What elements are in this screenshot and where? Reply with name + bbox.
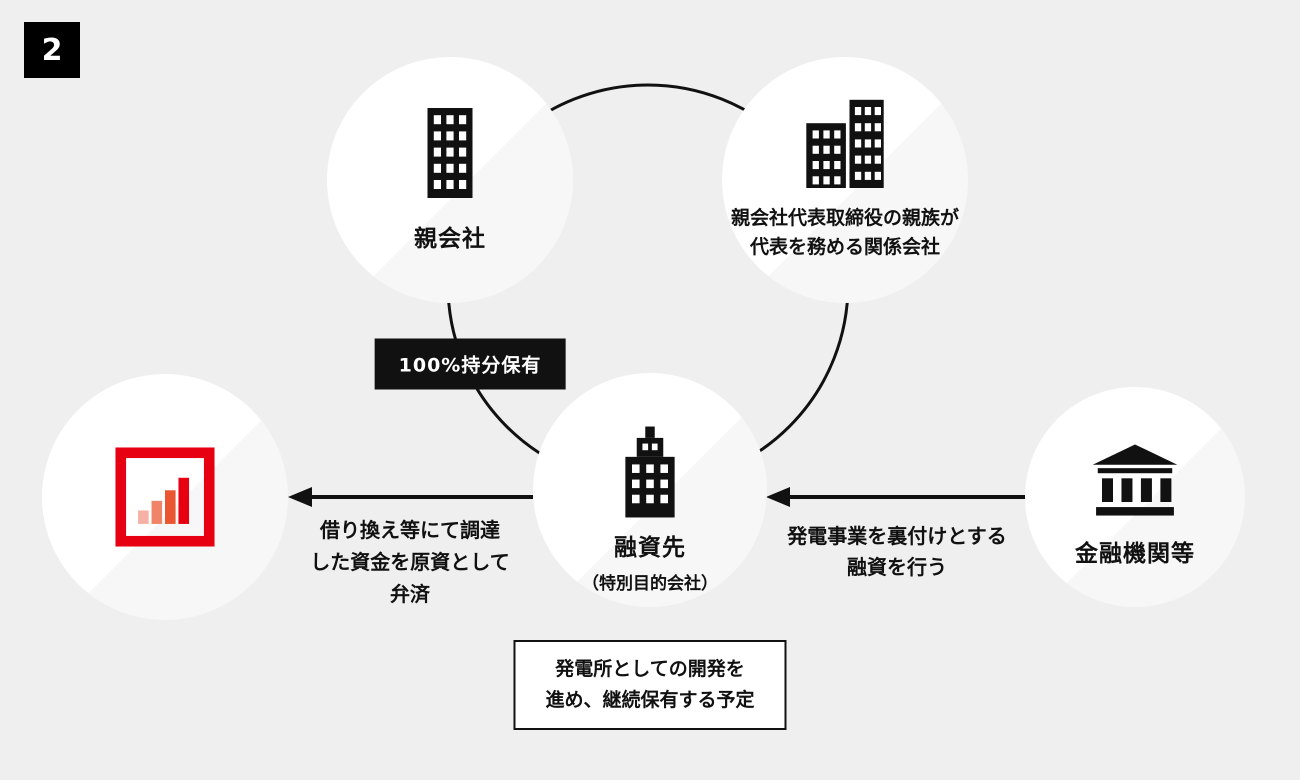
related-company-label-line2: 代表を務める関係会社: [749, 236, 940, 258]
node-related-company: 親会社代表取締役の親族が 代表を務める関係会社: [722, 57, 968, 303]
development-plan-note: 発電所としての開発を 進め、継続保有する予定: [513, 640, 787, 730]
repayment-annotation-line3: 弁済: [390, 582, 430, 606]
bank-icon: [1092, 444, 1178, 516]
node-parent-company: 親会社: [327, 57, 573, 303]
building-icon: [427, 108, 473, 198]
node-borrower-spc: 融資先 （特別目的会社）: [533, 373, 767, 607]
repayment-annotation-line1: 借り換え等にて調達: [320, 518, 500, 542]
loan-annotation: 発電事業を裏付けとする 融資を行う: [787, 521, 1006, 583]
node-company-logo: [42, 374, 288, 620]
loan-annotation-line2: 融資を行う: [847, 555, 947, 579]
repayment-annotation-line2: した資金を原資として: [310, 550, 510, 574]
ownership-label: 100%持分保有: [374, 338, 566, 390]
node-financial-institution: 金融機関等: [1025, 387, 1245, 607]
office-tower-icon: [625, 426, 675, 518]
borrower-label: 融資先: [614, 535, 686, 561]
repayment-annotation: 借り換え等にて調達 した資金を原資として 弁済: [310, 514, 509, 610]
financial-institution-label: 金融機関等: [1075, 541, 1195, 567]
red-bar-chart-logo: [115, 447, 215, 547]
borrower-sublabel: （特別目的会社）: [582, 574, 718, 594]
repayment-arrow-head: [288, 487, 312, 507]
development-plan-note-line1: 発電所としての開発を: [555, 658, 745, 680]
related-company-label: 親会社代表取締役の親族が 代表を務める関係会社: [731, 204, 959, 262]
slide-number-badge: 2: [24, 22, 80, 78]
loan-annotation-line1: 発電事業を裏付けとする: [787, 524, 1007, 548]
related-company-label-line1: 親会社代表取締役の親族が: [730, 207, 959, 229]
two-buildings-icon: [806, 99, 884, 188]
development-plan-note-line2: 進め、継続保有する予定: [545, 689, 755, 711]
parent-company-label: 親会社: [414, 226, 486, 252]
loan-arrow-head: [766, 487, 790, 507]
